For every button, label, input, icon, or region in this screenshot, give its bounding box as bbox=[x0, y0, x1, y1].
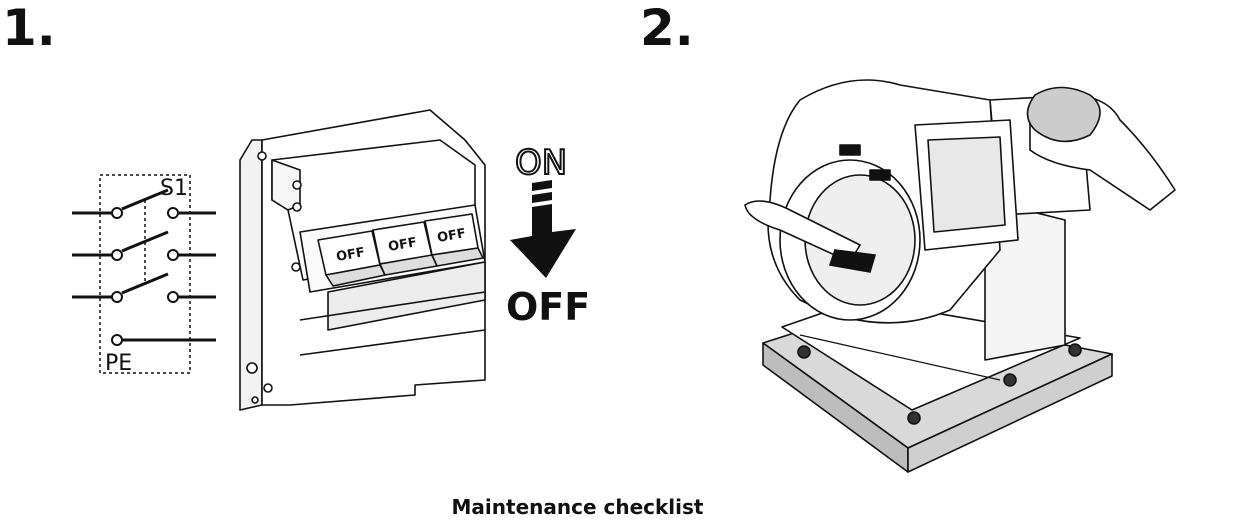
step-1-number: 1. bbox=[2, 0, 56, 57]
enclosure-outline bbox=[99, 174, 191, 374]
step-2-number: 2. bbox=[640, 0, 694, 57]
fan-housing bbox=[767, 79, 1091, 361]
step-1-illustration: S1 PE OFF OFF OFF ON bbox=[72, 109, 590, 411]
switch-schematic bbox=[72, 174, 216, 374]
on-label: ON bbox=[515, 143, 567, 183]
earth-label: PE bbox=[105, 351, 132, 376]
figure-caption: Maintenance checklist bbox=[451, 495, 704, 519]
breaker-toggle-label-2: OFF bbox=[387, 235, 418, 255]
circuit-breaker bbox=[239, 109, 486, 411]
down-arrow-icon bbox=[510, 180, 576, 278]
switch-label: S1 bbox=[160, 176, 188, 201]
off-label: OFF bbox=[506, 285, 590, 329]
breaker-toggle-label-1: OFF bbox=[335, 245, 366, 265]
hand-with-cloth-icon bbox=[1026, 86, 1177, 211]
cleaning-brush-icon bbox=[744, 200, 877, 273]
breaker-toggle-label-3: OFF bbox=[436, 226, 467, 246]
step-2-illustration bbox=[744, 79, 1177, 473]
